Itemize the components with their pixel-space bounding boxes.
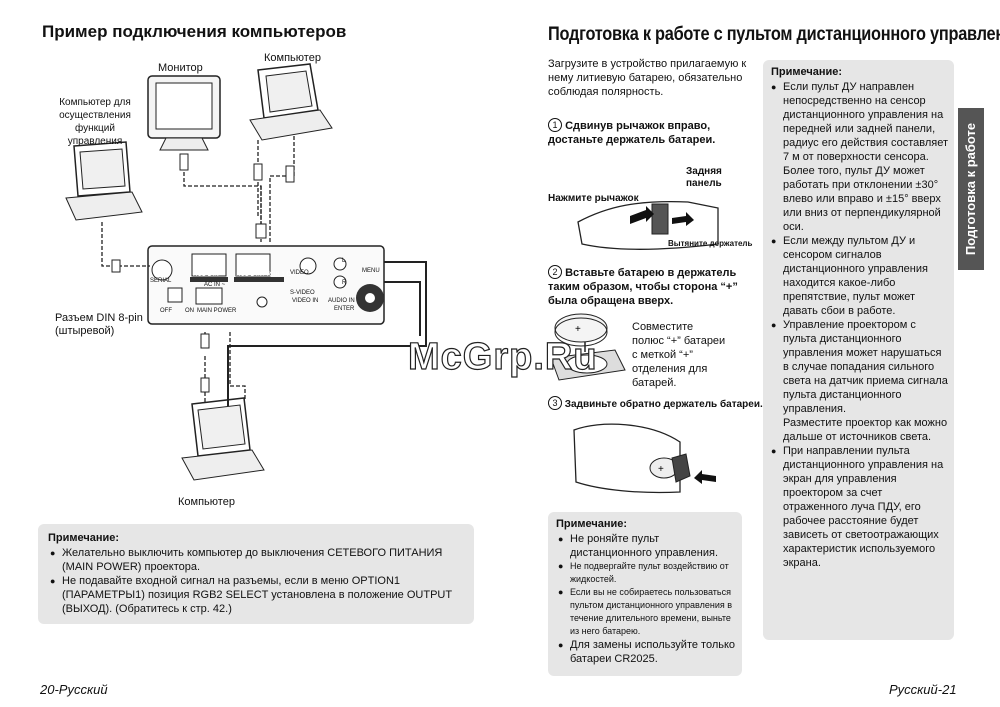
- step-3: 3 Задвиньте обратно держатель батареи.: [548, 396, 763, 412]
- step-3-text: Задвиньте обратно держатель батареи.: [564, 399, 763, 410]
- side-note-box: Примечание: Если пульт ДУ направлен непо…: [763, 60, 954, 640]
- label-din-connector: Разъем DIN 8-pin (штыревой): [55, 312, 143, 337]
- panel-label-ac-in: AC IN ~: [204, 282, 226, 288]
- bottom-note-box: Примечание: Не роняйте пульт дистанционн…: [548, 512, 742, 676]
- svg-text:+: +: [575, 324, 581, 335]
- panel-label-rgb1-in: RGB 1 IN: [193, 272, 219, 278]
- label-press-lever: Нажмите рычажок: [548, 193, 639, 204]
- label-pull-holder: Вытяните держатель: [668, 239, 753, 248]
- label-computer-bottom: Компьютер: [178, 496, 235, 508]
- left-note-list: Желательно выключить компьютер до выключ…: [48, 546, 466, 616]
- label-rear-panel: Задняя панель: [686, 166, 722, 189]
- laptop-bottom-illustration: [181, 397, 265, 481]
- side-note-extra-text: Более того, пульт ДУ может работать при …: [783, 165, 941, 233]
- bottom-note-title: Примечание:: [556, 518, 628, 530]
- laptop-top-illustration: [249, 63, 333, 141]
- panel-label-s-video: S-VIDEO: [290, 290, 315, 296]
- intro-text: Загрузите в устройство прилагаемую к нем…: [548, 58, 747, 98]
- panel-label-rgb2-in: RGB 2 IN / RGB 1 OUT: [236, 272, 300, 278]
- projector-rear-panel: [147, 245, 385, 325]
- label-monitor: Монитор: [158, 62, 203, 74]
- side-note-extra: Более того, пульт ДУ может работать при …: [769, 164, 949, 234]
- figure-return-holder: +: [573, 423, 716, 494]
- panel-label-on: ON: [185, 308, 194, 314]
- watermark: McGrp.Ru: [407, 335, 598, 378]
- bottom-note-item: Не подвергайте пульт воздействию от жидк…: [556, 560, 738, 586]
- step-2-text: Вставьте батарею в держатель таким образ…: [548, 267, 738, 307]
- laptop-control-illustration: [65, 141, 143, 221]
- label-computer-top: Компьютер: [264, 52, 321, 64]
- step-1-number-icon: 1: [548, 118, 562, 132]
- connector-plugs: [111, 153, 295, 393]
- footer-right: Русский-21: [889, 682, 957, 697]
- panel-label-main-power: MAIN POWER: [197, 308, 237, 314]
- label-align-plus: Совместите полюс “+” батареи с меткой “+…: [632, 321, 726, 389]
- monitor-illustration: [147, 75, 221, 151]
- step-2-number-icon: 2: [548, 265, 562, 279]
- step-1: 1 Сдвинув рычажок вправо, достаньте держ…: [548, 118, 748, 147]
- panel-label-enter: ENTER: [334, 306, 355, 312]
- panel-label-menu: MENU: [362, 268, 380, 274]
- connection-diagram: [65, 63, 427, 481]
- left-note-item: Не подавайте входной сигнал на разъемы, …: [48, 574, 466, 616]
- panel-label-audio-in: AUDIO IN: [328, 298, 355, 304]
- side-note-list: Если пульт ДУ направлен непосредственно …: [769, 80, 949, 570]
- left-note-title: Примечание:: [48, 532, 120, 544]
- side-note-item: При направлении пульта дистанционного уп…: [769, 444, 949, 570]
- side-tab-label: Подготовка к работе: [963, 122, 978, 256]
- side-tab: Подготовка к работе: [958, 108, 984, 270]
- bottom-note-item: Для замены используйте только батареи CR…: [556, 638, 738, 666]
- label-control-computer: Компьютер для осуществления функций упра…: [59, 97, 131, 147]
- svg-text:+: +: [658, 464, 664, 475]
- side-note-item: Если пульт ДУ направлен непосредственно …: [769, 80, 949, 164]
- side-note-title: Примечание:: [771, 66, 843, 78]
- panel-label-off: OFF: [160, 308, 172, 314]
- left-note-item: Желательно выключить компьютер до выключ…: [48, 546, 466, 574]
- step-3-number-icon: 3: [548, 396, 562, 410]
- panel-label-r: R: [342, 280, 347, 286]
- figure-remove-holder: [577, 201, 719, 250]
- panel-label-video: VIDEO: [290, 270, 309, 276]
- panel-label-serial: SERIAL: [150, 278, 172, 284]
- footer-left: 20-Русский: [40, 682, 108, 697]
- bottom-note-item: Если вы не собираетесь пользоваться пуль…: [556, 586, 738, 638]
- bottom-note-item: Не роняйте пульт дистанционного управлен…: [556, 532, 738, 560]
- right-page-title: Подготовка к работе с пультом дистанцион…: [548, 24, 1000, 45]
- step-1-text: Сдвинув рычажок вправо, достаньте держат…: [548, 120, 716, 146]
- side-note-extra-text: Разместите проектор как можно дальше от …: [783, 417, 948, 443]
- figure-insert-battery: +: [550, 313, 626, 381]
- bottom-note-list: Не роняйте пульт дистанционного управлен…: [556, 532, 738, 666]
- audio-cables: [227, 261, 427, 406]
- panel-label-video-in: VIDEO IN: [292, 298, 319, 304]
- side-note-item: Управление проектором с пульта дистанцио…: [769, 318, 949, 416]
- panel-label-l: L: [342, 258, 346, 264]
- left-note-box: Примечание: Желательно выключить компьют…: [38, 524, 474, 624]
- left-page-title: Пример подключения компьютеров: [42, 22, 347, 41]
- step-2: 2 Вставьте батарею в держатель таким обр…: [548, 265, 748, 308]
- side-note-extra: Разместите проектор как можно дальше от …: [769, 416, 949, 444]
- side-note-item: Если между пультом ДУ и сенсором сигнало…: [769, 234, 949, 318]
